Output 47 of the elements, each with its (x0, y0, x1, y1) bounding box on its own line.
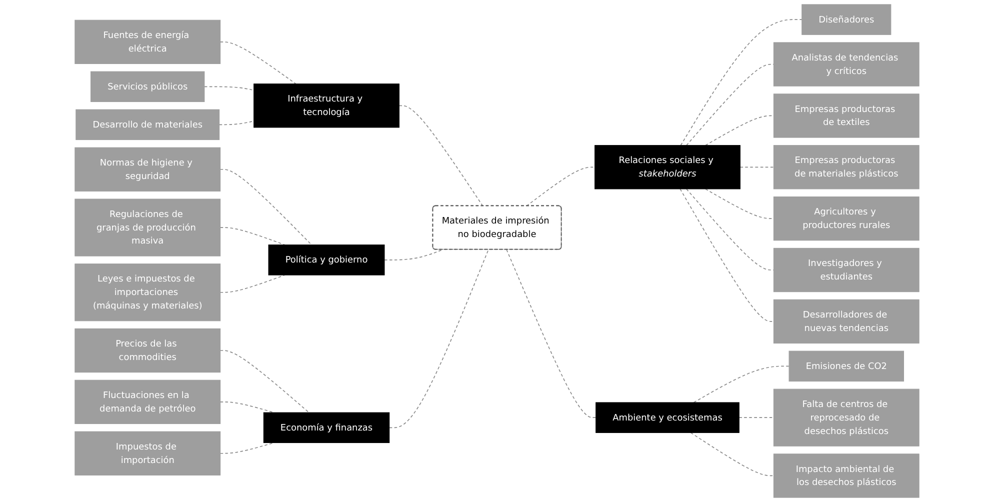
node-box: Regulaciones de granjas de producción masiva (74, 198, 221, 256)
node-box: Investigadores y estudiantes (773, 248, 920, 292)
node-box: Emisiones de CO2 (788, 350, 904, 382)
node-box: Fluctuaciones en la demanda de petróleo (74, 380, 221, 424)
connector (220, 442, 274, 454)
connector (506, 249, 596, 418)
node-box: Normas de higiene y seguridad (74, 147, 221, 192)
connector (218, 120, 254, 126)
node-box: Política y gobierno (268, 244, 385, 276)
node-box: Infraestructura y tecnología (254, 84, 400, 128)
connector (526, 166, 596, 206)
node-box: Analistas de tendencias y críticos (773, 42, 920, 86)
connector (398, 105, 484, 206)
node-box: Empresas productoras de textiles (773, 94, 920, 138)
node-box: Relaciones sociales y stakeholders (594, 145, 740, 190)
connector (220, 402, 274, 413)
node-box: Servicios públicos (90, 71, 205, 102)
node-box: Empresas productoras de materiales plásticos (773, 145, 920, 190)
node-box: Falta de centros de reprocesado de desechos plásticos (773, 388, 920, 446)
node-box: Economía y finanzas (263, 412, 390, 444)
node-box: Impuestos de importación (74, 431, 221, 476)
node-box: Impacto ambiental de los desechos plásticos (773, 454, 920, 498)
node-box: Precios de las commodities (74, 328, 221, 373)
connector (738, 417, 774, 418)
connector (686, 188, 774, 270)
connector (204, 86, 254, 91)
node-box: Desarrollo de materiales (76, 109, 220, 140)
connector (220, 350, 310, 413)
connector (686, 64, 774, 146)
connector (693, 366, 790, 403)
node-box: Ambiente y ecosistemas (596, 402, 740, 433)
connector (388, 249, 489, 428)
connector (740, 166, 774, 168)
node-box: Leyes e impuestos de importaciones (máquinas y materiales) (74, 264, 221, 322)
connector (384, 249, 444, 260)
connector (680, 19, 802, 146)
node-box: Agricultores y productores rurales (773, 196, 920, 241)
node-box: Desarrolladores de nuevas tendencias (773, 299, 920, 344)
node-box: Fuentes de energía eléctrica (74, 20, 221, 64)
connector (680, 188, 774, 322)
connector (220, 168, 312, 246)
connector (220, 42, 296, 84)
node-box: Diseñadores (802, 4, 892, 35)
connector (705, 188, 774, 219)
connector (705, 115, 774, 146)
connector (220, 227, 286, 246)
connector (690, 432, 774, 476)
